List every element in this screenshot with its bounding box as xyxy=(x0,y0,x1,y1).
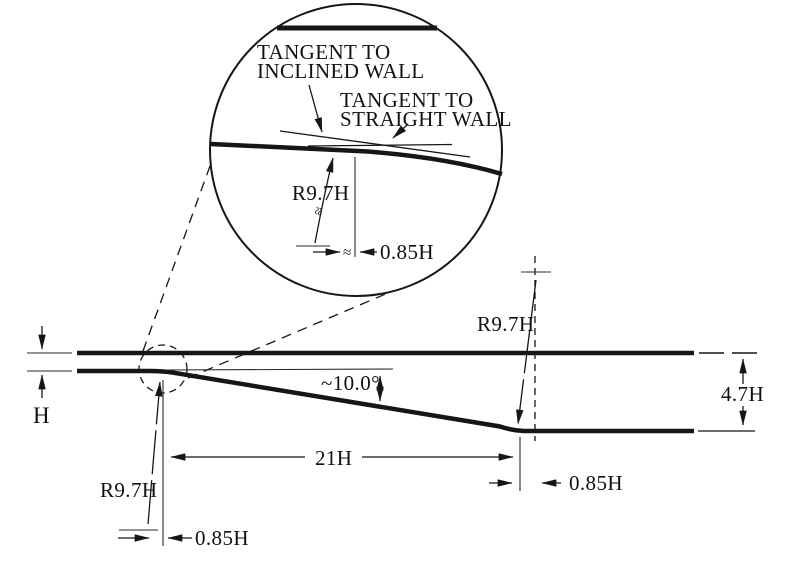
tangent-line-straight xyxy=(307,143,453,147)
angle-label: ~10.0° xyxy=(321,371,380,395)
main-diagram: H ~10.0° 21H R9.7H 0.85H R9.7H 0.85H 4.7… xyxy=(27,256,764,550)
tangent-straight-label-line2: STRAIGHT WALL xyxy=(340,107,512,131)
detail-leader-line-right xyxy=(187,292,389,379)
tangent-inclined-label-line1: TANGENT TO xyxy=(257,40,391,64)
inset-offset-break-symbol: ≈ xyxy=(343,245,351,261)
tangent-straight-leader-arrow xyxy=(392,123,409,139)
left-radius-arrow xyxy=(147,381,163,525)
tangent-line-inclined xyxy=(279,130,471,158)
inset-circle-border xyxy=(209,3,503,297)
right-radius-label: R9.7H xyxy=(477,312,534,336)
tangent-inclined-label-line2: INCLINED WALL xyxy=(257,59,425,83)
inset-curved-wall xyxy=(210,141,503,177)
tangent-inclined-leader-arrow xyxy=(308,84,323,133)
inset-offset-label: 0.85H xyxy=(380,240,434,264)
left-radius-label: R9.7H xyxy=(100,478,157,502)
length-label: 21H xyxy=(315,446,352,470)
detail-leader-line-left xyxy=(142,165,211,352)
right-radius-arrow xyxy=(516,279,537,425)
inset-radius-break-symbol: ≈ xyxy=(310,205,328,218)
inset-radius-label: R9.7H xyxy=(292,181,349,205)
outlet-height-label: 4.7H xyxy=(721,382,764,406)
inset-radius-arrow xyxy=(314,157,334,244)
angle-reference-line xyxy=(166,368,394,371)
tangent-straight-label-line1: TANGENT TO xyxy=(340,88,474,112)
detail-view-leaders xyxy=(138,165,389,394)
right-offset-label: 0.85H xyxy=(569,471,623,495)
bottom-wall xyxy=(77,368,694,434)
inlet-height-label: H xyxy=(33,403,50,428)
detail-inset: TANGENT TO INCLINED WALL TANGENT TO STRA… xyxy=(209,3,512,297)
left-offset-label: 0.85H xyxy=(195,526,249,550)
